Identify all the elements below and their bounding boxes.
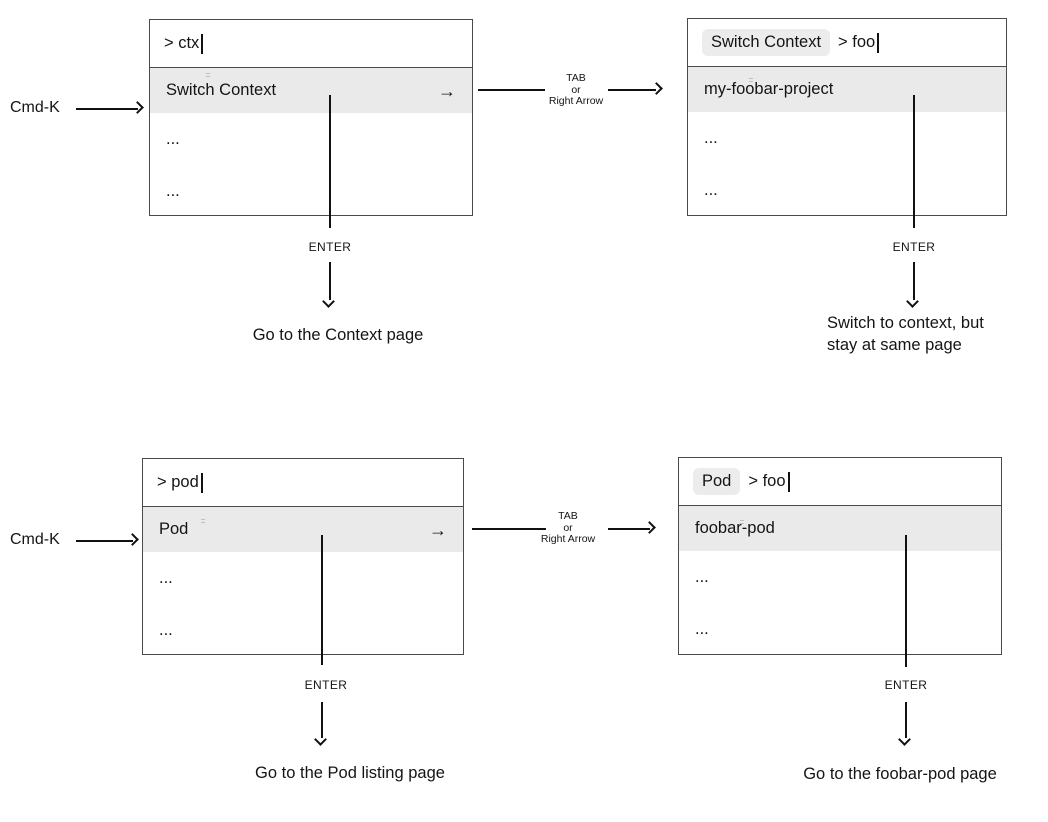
text-caret — [201, 33, 204, 54]
enter-arrow-line — [913, 262, 915, 300]
ditto-mark — [201, 519, 205, 523]
ditto-mark — [740, 520, 744, 524]
palette-item-label: ... — [704, 180, 718, 199]
arrowhead-right-icon — [126, 533, 139, 546]
pod-token-pill[interactable]: Pod — [693, 468, 741, 495]
arrowhead-down-icon — [322, 295, 335, 308]
arrowhead-right-icon — [650, 82, 663, 95]
palette-item-more[interactable]: ... — [688, 164, 1006, 215]
palette-item-more[interactable]: ... — [688, 112, 1006, 164]
connector-line — [478, 89, 545, 91]
palette-search-input[interactable]: Switch Context > foo — [688, 19, 1006, 67]
context-token-pill[interactable]: Switch Context — [702, 29, 831, 56]
palette-item-label: ... — [695, 619, 709, 638]
enter-line — [329, 95, 331, 228]
cmdk-arrow-line — [76, 108, 138, 110]
tab-or-right-arrow-label: TAB or Right Arrow — [540, 510, 596, 545]
palette-item-more[interactable]: ... — [679, 551, 1001, 603]
palette-item-label: my-foobar-project — [704, 80, 834, 98]
palette-item-label: ... — [166, 129, 180, 148]
palette-item-label: ... — [166, 181, 180, 200]
cmdk-arrow-line — [76, 540, 133, 542]
query-text: > ctx — [164, 34, 200, 52]
query-text: > pod — [157, 473, 199, 491]
ditto-mark — [206, 73, 210, 77]
enter-label: ENTER — [308, 240, 352, 254]
text-caret — [787, 471, 790, 492]
palette-item-label: ... — [159, 620, 173, 639]
enter-label: ENTER — [892, 240, 936, 254]
connector-line — [472, 528, 546, 530]
result-caption: Go to the Pod listing page — [255, 764, 445, 782]
palette-item-foobar-pod[interactable]: foobar-pod — [679, 506, 1001, 551]
palette-item-my-foobar-project[interactable]: my-foobar-project — [688, 67, 1006, 112]
arrowhead-right-icon — [131, 101, 144, 114]
palette-item-label: ... — [704, 128, 718, 147]
connector-arrow-line — [608, 528, 650, 530]
palette-item-label: Pod — [159, 520, 189, 538]
palette-search-input[interactable]: > ctx — [150, 20, 472, 68]
text-caret — [877, 32, 880, 53]
arrowhead-down-icon — [906, 295, 919, 308]
palette-item-label: foobar-pod — [695, 519, 775, 537]
enter-arrow-line — [905, 702, 907, 738]
result-caption: Go to the foobar-pod page — [803, 765, 997, 783]
palette-item-label: ... — [159, 568, 173, 587]
submenu-arrow-icon: → — [438, 80, 456, 101]
enter-line — [905, 535, 907, 667]
result-caption: Switch to context, but stay at same page — [827, 314, 984, 354]
command-palette: > ctx Switch Context → ... ... — [149, 19, 473, 216]
palette-item-label: Switch Context — [166, 81, 277, 99]
cmdk-trigger-label: Cmd-K — [10, 99, 60, 116]
palette-item-switch-context[interactable]: Switch Context → — [150, 68, 472, 113]
command-palette: > pod Pod → ... ... — [142, 458, 464, 655]
arrowhead-right-icon — [643, 521, 656, 534]
query-text: > foo — [838, 33, 876, 51]
palette-item-more[interactable]: ... — [150, 165, 472, 215]
result-caption: Go to the Context page — [252, 326, 424, 344]
palette-item-more[interactable]: ... — [143, 604, 463, 654]
palette-search-input[interactable]: Pod > foo — [679, 458, 1001, 506]
tab-or-right-arrow-label: TAB or Right Arrow — [548, 72, 604, 107]
palette-item-more[interactable]: ... — [679, 603, 1001, 654]
enter-arrow-line — [329, 262, 331, 300]
command-palette: Pod > foo foobar-pod ... ... — [678, 457, 1002, 655]
query-text: > foo — [748, 472, 786, 490]
palette-search-input[interactable]: > pod — [143, 459, 463, 507]
arrowhead-down-icon — [898, 733, 911, 746]
enter-line — [321, 535, 323, 665]
connector-arrow-line — [608, 89, 656, 91]
arrowhead-down-icon — [314, 733, 327, 746]
text-caret — [200, 472, 203, 493]
enter-line — [913, 95, 915, 228]
palette-item-pod[interactable]: Pod → — [143, 507, 463, 552]
enter-arrow-line — [321, 702, 323, 738]
palette-item-more[interactable]: ... — [150, 113, 472, 165]
cmdk-trigger-label: Cmd-K — [10, 531, 60, 548]
enter-label: ENTER — [304, 678, 348, 692]
palette-item-more[interactable]: ... — [143, 552, 463, 604]
submenu-arrow-icon: → — [429, 519, 447, 540]
palette-item-label: ... — [695, 567, 709, 586]
ditto-mark — [749, 78, 753, 82]
enter-label: ENTER — [884, 678, 928, 692]
command-palette: Switch Context > foo my-foobar-project .… — [687, 18, 1007, 216]
